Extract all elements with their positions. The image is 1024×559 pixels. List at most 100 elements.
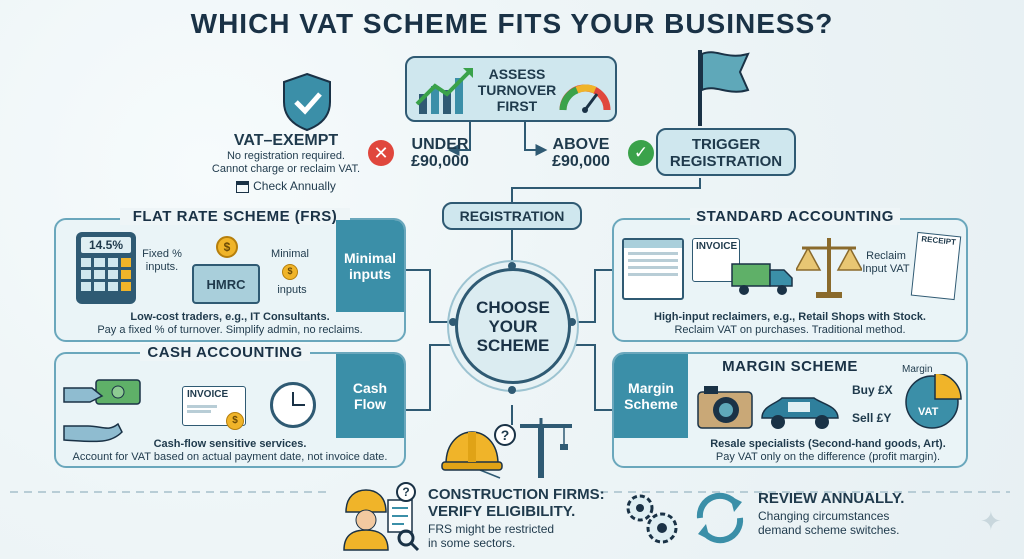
margin-pie-icon: [905, 374, 962, 429]
gears-icon: [626, 494, 678, 544]
under-line1: UNDER: [411, 136, 469, 153]
flag-icon: [698, 50, 750, 126]
frs-desc2: Pay a fixed % of turnover. Simplify admi…: [97, 324, 363, 336]
cash-desc1: Cash-flow sensitive services.: [153, 438, 307, 450]
trigger-line1: TRIGGER: [691, 136, 761, 153]
frs-minimal-label: Minimal: [262, 248, 318, 261]
review-title: REVIEW ANNUALLY.: [758, 490, 905, 507]
standard-reclaim1: Reclaim: [866, 250, 906, 262]
construction-desc2: in some sectors.: [428, 536, 516, 550]
review-desc1: Changing circumstances: [758, 509, 890, 523]
above-line2: £90,000: [552, 153, 610, 170]
review-section: REVIEW ANNUALLY. Changing circumstances …: [758, 490, 958, 537]
frs-fixed1: Fixed %: [142, 248, 182, 260]
standard-reclaim-label: Reclaim Input VAT: [858, 250, 914, 276]
margin-title: MARGIN SCHEME: [722, 358, 858, 375]
hub-node: [449, 318, 457, 326]
trigger-line2: REGISTRATION: [669, 153, 783, 170]
cross-icon: ✕: [368, 140, 394, 166]
standard-desc1: High-input reclaimers, e.g., Retail Shop…: [654, 311, 926, 323]
margin-description: Resale specialists (Second-hand goods, A…: [690, 438, 966, 464]
margin-sell-label: Sell £Y: [852, 411, 892, 425]
sparkle-icon: ✦: [980, 506, 1002, 536]
hmrc-label: HMRC: [206, 276, 246, 292]
vat-exempt-desc1: No registration required.: [226, 150, 345, 162]
above-threshold: ABOVE £90,000: [540, 136, 622, 170]
page-title: WHICH VAT SCHEME FITS YOUR BUSINESS?: [190, 8, 834, 39]
check-icon: ✓: [628, 140, 654, 166]
construction-desc1: FRS might be restricted: [428, 522, 555, 536]
vat-exempt-title: VAT–EXEMPT: [233, 132, 339, 149]
frs-description: Low-cost traders, e.g., IT Consultants. …: [58, 311, 402, 337]
margin-buy-label: Buy £X: [852, 383, 893, 397]
cash-invoice-label: INVOICE: [187, 389, 229, 400]
growth-chart-icon: [415, 68, 473, 114]
calendar-icon: [236, 180, 250, 193]
frs-tag1: Minimal: [343, 250, 397, 266]
cash-tag2: Flow: [354, 396, 386, 412]
frs-desc1: Low-cost traders, e.g., IT Consultants.: [130, 311, 330, 323]
question-bubble-icon: ?: [396, 482, 416, 502]
margin-desc2: Pay VAT only on the difference (profit m…: [715, 451, 941, 463]
assess-turnover-box: ASSESS TURNOVER FIRST: [405, 56, 617, 122]
vat-exempt-section: VAT–EXEMPT No registration required. Can…: [196, 132, 376, 193]
balance-scale-icon: [796, 238, 862, 298]
hub-node: [508, 386, 516, 394]
assess-line3: FIRST: [496, 98, 538, 114]
registration-box: REGISTRATION: [442, 202, 582, 230]
cash-hands-icon: [63, 379, 141, 443]
standard-invoice-label: INVOICE: [696, 241, 738, 252]
calculator-keys: [81, 258, 131, 291]
delivery-truck-icon: [731, 263, 793, 295]
frs-tag2: inputs: [349, 266, 391, 282]
hub-line1: CHOOSE: [476, 297, 550, 317]
construction-title1: CONSTRUCTION FIRMS:: [428, 486, 605, 503]
margin-pie-vat: VAT: [918, 406, 939, 418]
coin-icon: $: [226, 412, 244, 430]
assess-line2: TURNOVER: [477, 82, 557, 98]
frs-title: FLAT RATE SCHEME (FRS): [120, 208, 350, 225]
vintage-car-icon: [761, 397, 839, 429]
check-annually-label: Check Annually: [253, 179, 336, 193]
choose-scheme-hub: CHOOSE YOUR SCHEME: [455, 268, 571, 384]
cash-tag1: Cash: [352, 380, 388, 396]
standard-receipt-label: RECEIPT: [920, 234, 957, 247]
standard-desc2: Reclaim VAT on purchases. Traditional me…: [674, 324, 906, 336]
cash-title: CASH ACCOUNTING: [140, 344, 310, 361]
hub-line3: SCHEME: [476, 335, 550, 355]
margin-pie-label: Margin: [902, 364, 933, 375]
assess-line1: ASSESS: [488, 66, 546, 82]
check-annually: Check Annually: [196, 179, 376, 193]
standard-description: High-input reclaimers, e.g., Retail Shop…: [616, 311, 964, 337]
refresh-cycle-icon: [696, 492, 744, 544]
construction-title2: VERIFY ELIGIBILITY.: [428, 503, 576, 520]
construction-section: CONSTRUCTION FIRMS: VERIFY ELIGIBILITY. …: [428, 486, 628, 550]
hub-node: [568, 318, 576, 326]
hard-hat-icon: [441, 431, 503, 471]
margin-tag1: Margin: [628, 380, 674, 396]
standard-title: STANDARD ACCOUNTING: [690, 208, 900, 225]
standard-reclaim2: Input VAT: [862, 263, 910, 275]
above-line1: ABOVE: [552, 136, 610, 153]
frs-minimal1: Minimal: [271, 248, 309, 260]
margin-desc1: Resale specialists (Second-hand goods, A…: [710, 438, 946, 450]
hub-line2: YOUR: [488, 316, 538, 336]
hmrc-box-icon: HMRC: [192, 264, 260, 304]
clock-icon: [270, 382, 316, 428]
hub-node: [508, 262, 516, 270]
cash-desc2: Account for VAT based on actual payment …: [72, 451, 388, 463]
worker-checklist-icon: [343, 489, 420, 552]
frs-fixed2: inputs.: [145, 261, 179, 273]
coin-icon: $: [282, 264, 298, 280]
under-line2: £90,000: [411, 153, 469, 170]
margin-tag2: Scheme: [624, 396, 678, 412]
ledger-icon: [622, 238, 684, 300]
receipt-icon: RECEIPT: [910, 231, 962, 301]
review-desc2: demand scheme switches.: [758, 523, 900, 537]
crane-icon: [520, 418, 572, 478]
camera-icon: [697, 386, 753, 429]
calculator-display: 14.5%: [81, 237, 131, 253]
